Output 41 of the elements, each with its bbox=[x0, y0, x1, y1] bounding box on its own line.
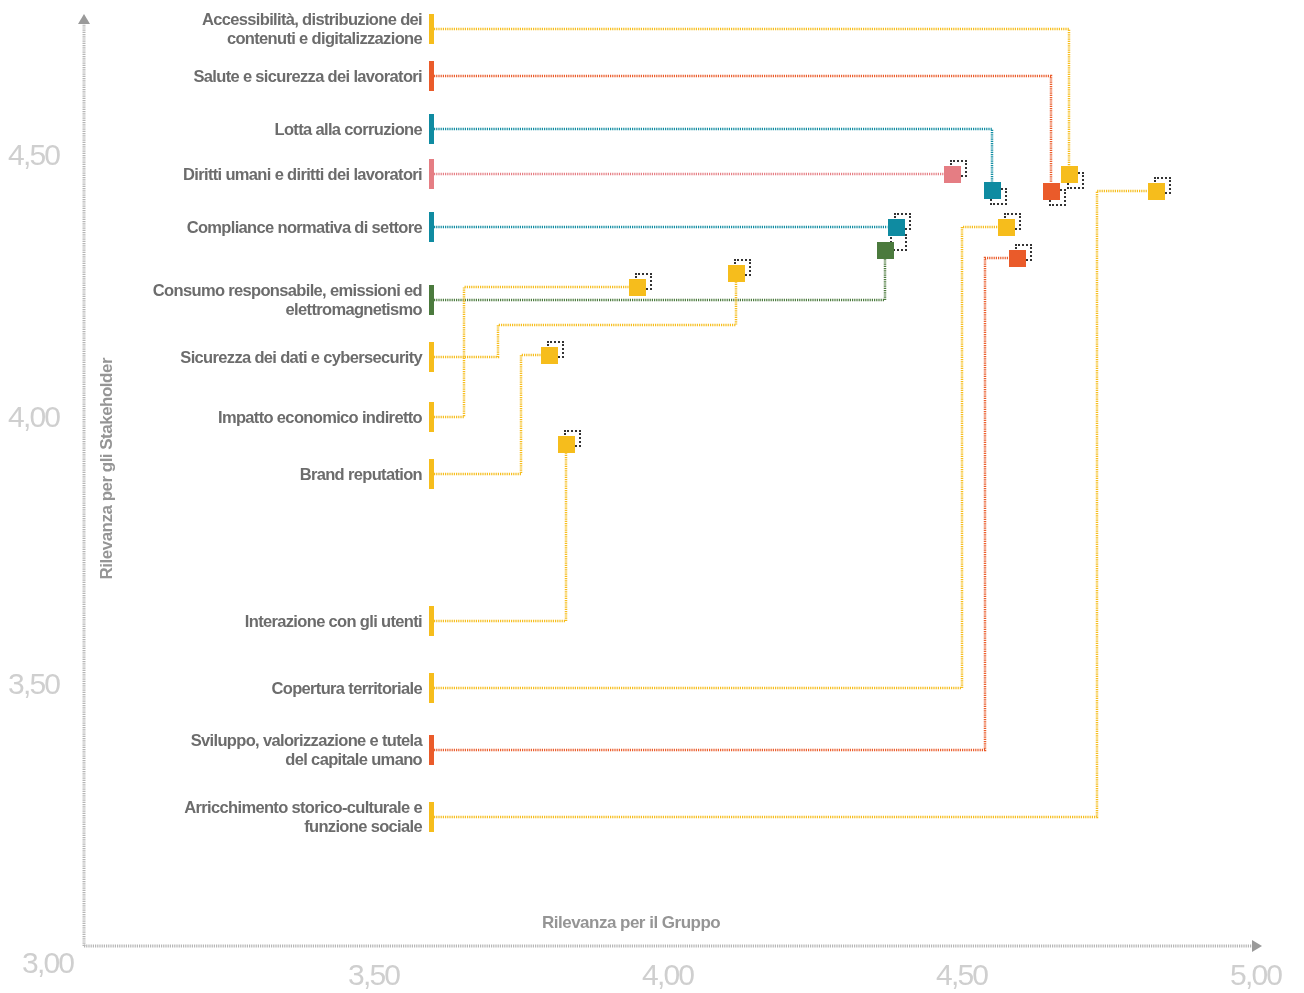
data-marker bbox=[540, 346, 558, 364]
data-marker bbox=[727, 264, 745, 282]
data-marker bbox=[1042, 182, 1060, 200]
data-marker bbox=[1147, 182, 1165, 200]
connector-line bbox=[434, 27, 1071, 166]
connector-line bbox=[434, 189, 1148, 819]
topic-label: Lotta alla corruzione bbox=[274, 119, 422, 139]
topic-label: Copertura territoriale bbox=[271, 678, 422, 698]
data-marker bbox=[1008, 249, 1026, 267]
connector-line bbox=[434, 127, 994, 182]
topic-label: Impatto economico indiretto bbox=[217, 407, 422, 427]
data-marker bbox=[887, 218, 905, 236]
connector-line bbox=[434, 172, 944, 176]
data-marker bbox=[1060, 165, 1078, 183]
topic-label: Sviluppo, valorizzazione e tutela del capitale umano bbox=[190, 731, 422, 769]
topic-label: Diritti umani e diritti dei lavoratori bbox=[183, 164, 422, 184]
connector-line bbox=[434, 285, 629, 419]
data-marker bbox=[997, 218, 1015, 236]
data-marker bbox=[628, 278, 646, 296]
connector-line bbox=[434, 281, 738, 359]
axis-title: Rilevanza per il Gruppo bbox=[542, 912, 721, 934]
topic-label: Accessibilità, distribuzione dei contenuti e digitalizzazione bbox=[200, 10, 422, 48]
topic-label: Arricchimento storico-culturale e funzione sociale bbox=[183, 798, 422, 836]
topic-label: Salute e sicurezza dei lavoratori bbox=[193, 66, 422, 86]
connector-line bbox=[434, 225, 888, 229]
topic-label: Interazione con gli utenti bbox=[244, 611, 422, 631]
connector-line bbox=[434, 74, 1053, 183]
data-marker bbox=[876, 241, 894, 259]
data-marker bbox=[943, 165, 961, 183]
connector-line bbox=[434, 258, 887, 302]
topic-label: Sicurezza dei dati e cybersecurity bbox=[180, 347, 422, 367]
data-marker bbox=[983, 181, 1001, 199]
connector-line bbox=[434, 452, 568, 623]
connector-line bbox=[434, 256, 1009, 752]
topic-label: Compliance normativa di settore bbox=[186, 217, 422, 237]
axis-title: Rilevanza per gli Stakeholder bbox=[96, 358, 117, 580]
topic-label: Brand reputation bbox=[299, 464, 422, 484]
data-marker bbox=[557, 435, 575, 453]
connector-line bbox=[434, 225, 998, 690]
topic-label: Consumo responsabile, emissioni ed elettromagnetismo bbox=[151, 281, 422, 319]
connector-line bbox=[434, 353, 541, 476]
